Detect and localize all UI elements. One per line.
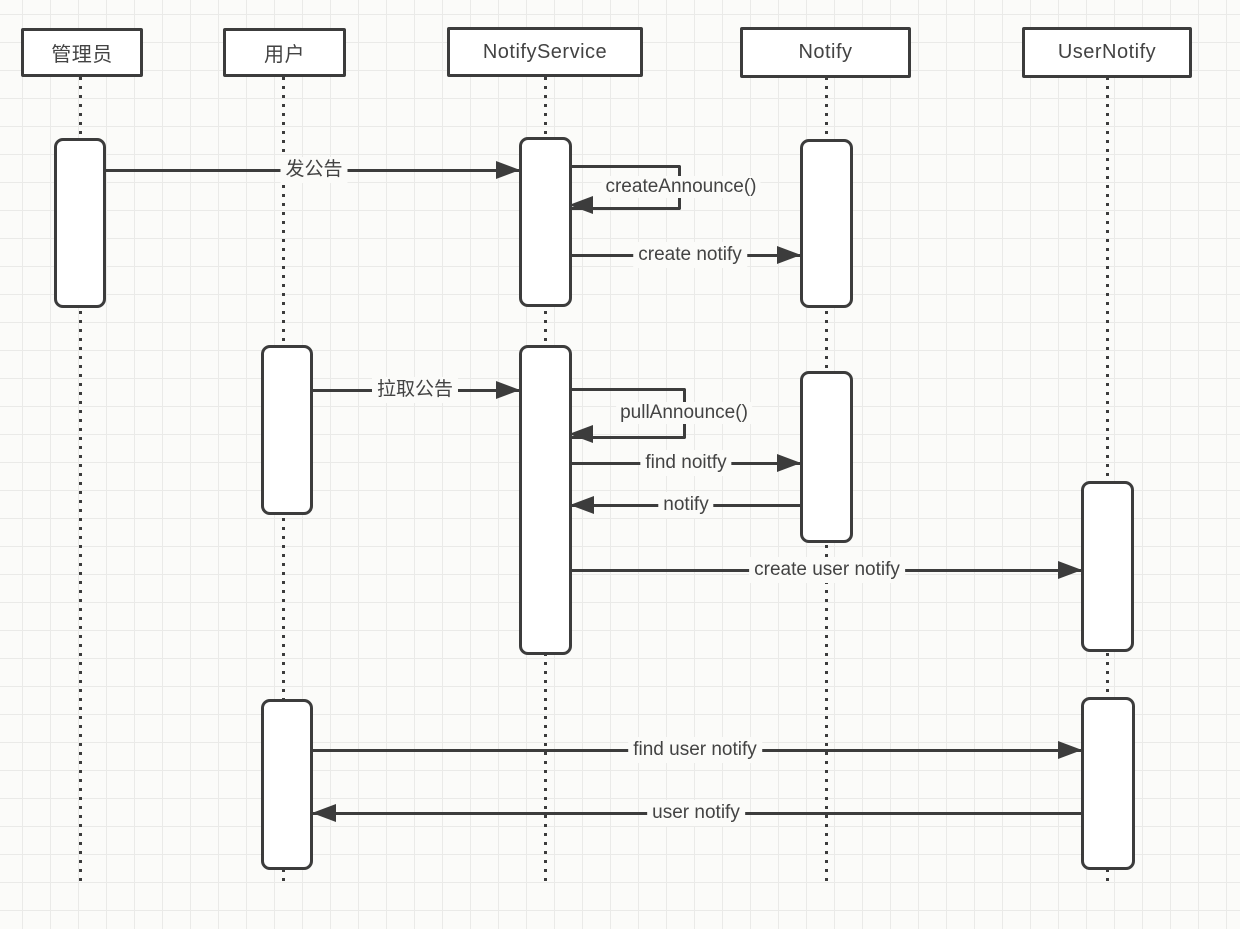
arrowhead-left-icon bbox=[569, 425, 593, 443]
message-label-find-notify: find noitfy bbox=[640, 450, 732, 476]
arrowhead-right-icon bbox=[777, 454, 801, 472]
message-label-pull-announcement: 拉取公告 bbox=[371, 377, 459, 403]
participant-label-notify-service: NotifyService bbox=[482, 40, 608, 63]
activation-user-3 bbox=[261, 345, 313, 515]
activation-notify-service-1 bbox=[519, 137, 572, 307]
participant-box-admin: 管理员 bbox=[21, 28, 143, 77]
message-label-create-user-notify: create user notify bbox=[749, 557, 905, 583]
activation-user-notify-6 bbox=[1081, 481, 1134, 652]
activation-notify-5 bbox=[800, 371, 853, 543]
arrowhead-right-icon bbox=[1058, 561, 1082, 579]
message-label-user-notify-return: user notify bbox=[647, 800, 745, 826]
participant-box-user: 用户 bbox=[223, 28, 346, 77]
arrowhead-right-icon bbox=[496, 161, 520, 179]
participant-label-notify: Notify bbox=[798, 41, 853, 63]
message-label-publish-announcement: 发公告 bbox=[280, 157, 348, 183]
participant-label-user: 用户 bbox=[264, 44, 305, 66]
arrowhead-left-icon bbox=[570, 496, 594, 514]
activation-notify-service-4 bbox=[519, 345, 572, 655]
arrowhead-left-icon bbox=[569, 196, 593, 214]
participant-box-user-notify: UserNotify bbox=[1022, 27, 1192, 78]
arrowhead-right-icon bbox=[1058, 741, 1082, 759]
activation-user-notify-8 bbox=[1081, 697, 1135, 870]
message-label-find-user-notify: find user notify bbox=[628, 737, 762, 763]
activation-user-7 bbox=[261, 699, 313, 870]
lifeline-admin bbox=[78, 77, 82, 882]
lifeline-user-notify bbox=[1105, 77, 1109, 882]
participant-label-admin: 管理员 bbox=[51, 44, 113, 66]
message-label-create-announce-self: createAnnounce() bbox=[601, 176, 761, 198]
message-pull-announce-self: pullAnnounce() bbox=[569, 387, 752, 443]
participant-label-user-notify: UserNotify bbox=[1057, 41, 1157, 63]
arrowhead-left-icon bbox=[312, 804, 336, 822]
message-create-announce-self: createAnnounce() bbox=[569, 164, 761, 214]
activation-notify-2 bbox=[800, 139, 853, 308]
arrowhead-right-icon bbox=[777, 246, 801, 264]
arrowhead-right-icon bbox=[496, 381, 520, 399]
message-label-notify-return: notify bbox=[658, 492, 714, 518]
participant-box-notify-service: NotifyService bbox=[447, 27, 643, 77]
participant-box-notify: Notify bbox=[740, 27, 911, 78]
message-label-create-notify: create notify bbox=[633, 242, 747, 268]
activation-admin-0 bbox=[54, 138, 106, 308]
message-label-pull-announce-self: pullAnnounce() bbox=[616, 402, 752, 424]
